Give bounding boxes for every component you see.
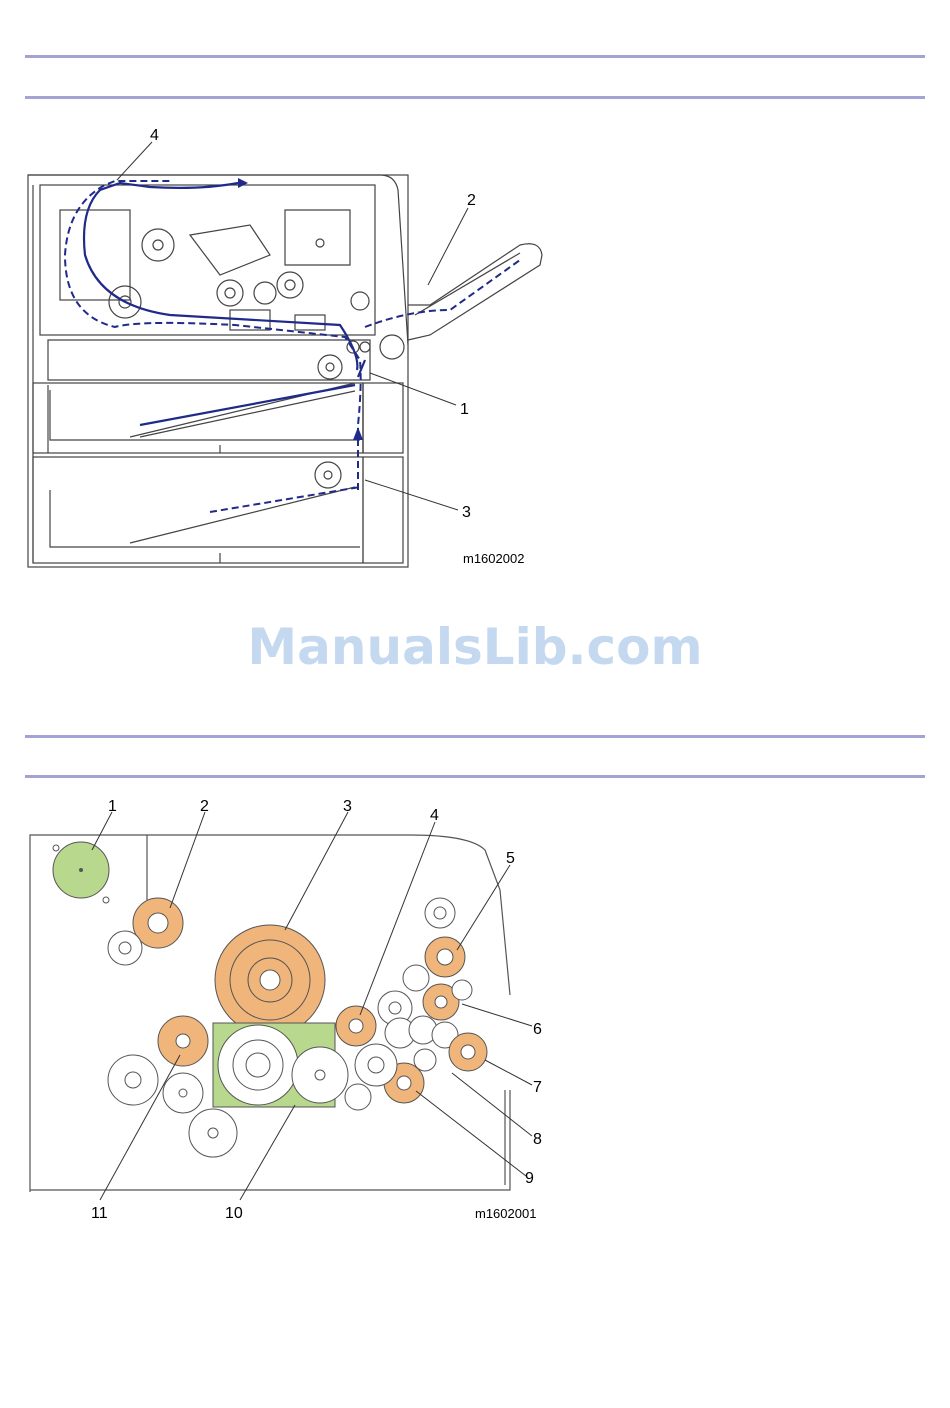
- callout-4: 4: [150, 127, 159, 144]
- callout-2: 2: [467, 192, 476, 209]
- top-rule-2: [25, 96, 925, 99]
- paper-path-lines: [84, 183, 365, 425]
- gear-train-figure: 1 2 3 4 5 6 7 8 9 10 11 m1602001: [20, 790, 550, 1220]
- callout-9: 9: [525, 1170, 534, 1187]
- callout-10: 10: [225, 1205, 243, 1220]
- gears: [108, 898, 487, 1157]
- callout-1: 1: [108, 798, 117, 815]
- mid-rule-2: [25, 775, 925, 778]
- top-rule-1: [25, 55, 925, 58]
- callout-7: 7: [533, 1079, 542, 1096]
- figure-code-1: m1602002: [463, 551, 524, 566]
- callout-5: 5: [506, 850, 515, 867]
- paper-path-dashed: [65, 181, 520, 512]
- callout-1: 1: [460, 401, 469, 418]
- figure-code-2: m1602001: [475, 1206, 536, 1220]
- mid-rule-1: [25, 735, 925, 738]
- callout-6: 6: [533, 1021, 542, 1038]
- path-arrows: [238, 178, 363, 440]
- callout-8: 8: [533, 1131, 542, 1148]
- paper-path-figure: 4 2 1 3 m1602002: [20, 115, 560, 580]
- callout-11: 11: [91, 1205, 108, 1220]
- callout-4: 4: [430, 807, 439, 824]
- callout-3: 3: [343, 798, 352, 815]
- motor: [53, 842, 109, 903]
- callout-3: 3: [462, 504, 471, 521]
- callout-2: 2: [200, 798, 209, 815]
- callout-leaders-1: [117, 142, 468, 510]
- watermark: ManualsLib.com: [0, 618, 950, 676]
